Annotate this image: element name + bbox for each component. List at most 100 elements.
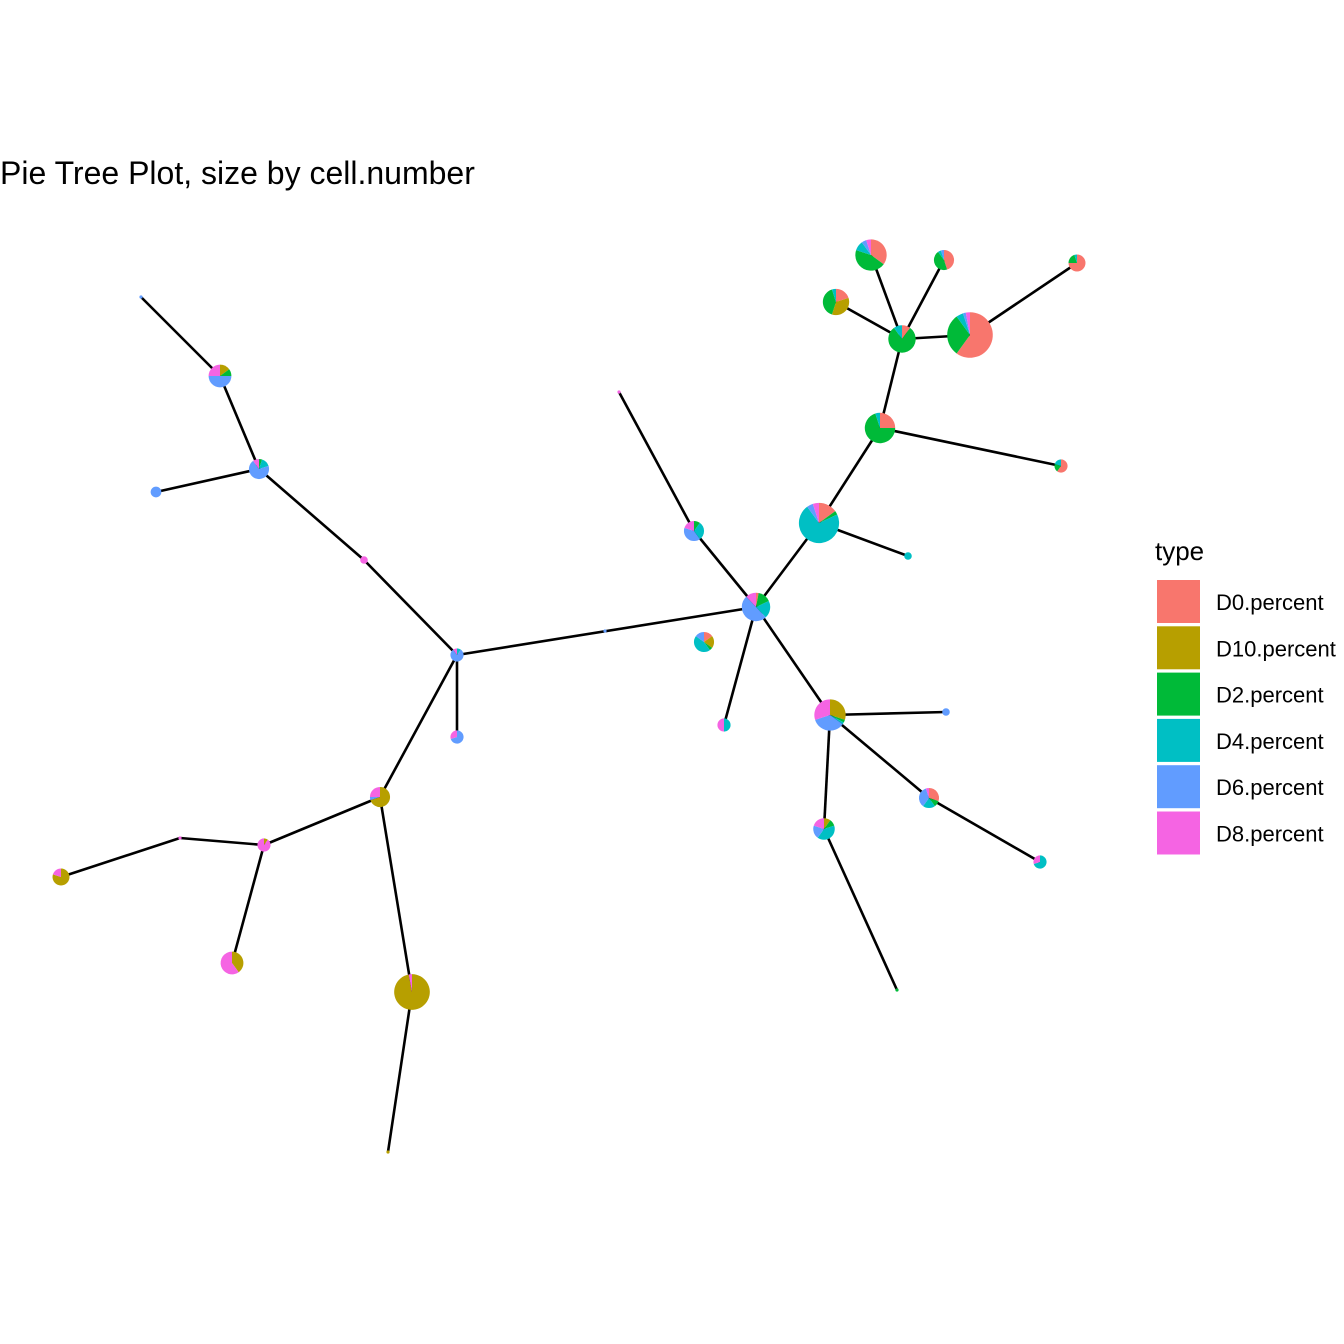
pie-slice-d4 (756, 600, 771, 618)
pie-slice-d10 (704, 636, 715, 648)
pie-node (450, 648, 464, 662)
pie-node (822, 288, 850, 316)
pie-slice-d4 (831, 288, 836, 302)
pie-slice-d6 (861, 240, 871, 255)
pie-node (814, 699, 846, 731)
pie-slice-d8 (257, 838, 271, 852)
tree-edge (155, 467, 260, 494)
pie-slice-d0 (944, 249, 955, 270)
pie-node (693, 631, 715, 653)
tree-edge (378, 654, 459, 798)
legend-label-d4: D4.percent (1216, 729, 1324, 754)
pie-slice-d10 (220, 364, 230, 376)
pie-node (813, 818, 835, 840)
pie-node (178, 836, 182, 840)
legend-label-d8: D8.percent (1216, 822, 1324, 847)
legend-key-d0 (1157, 580, 1200, 623)
pie-slice-d6 (741, 596, 766, 622)
pie-slice-d4 (457, 648, 461, 655)
pie-node (888, 325, 916, 353)
tree-edge (879, 426, 1062, 468)
pie-slice-d4 (1074, 254, 1077, 263)
pie-slice-d4 (856, 242, 871, 255)
pie-node (1054, 459, 1068, 473)
legend-key-d2 (1157, 672, 1200, 716)
pie-slice-d8 (717, 718, 724, 732)
pie-node (220, 951, 244, 975)
pie-slice-d4 (259, 459, 269, 469)
pie-slice-d10 (370, 786, 391, 808)
pie-slice-d8 (220, 951, 239, 975)
pie-node (208, 364, 232, 388)
pie-slice-d10 (830, 699, 846, 720)
pie-slice-d6 (683, 527, 700, 542)
pie-slice-d6 (942, 708, 950, 716)
pie-node (52, 868, 70, 886)
pie-node (450, 730, 464, 744)
pie-slice-d4 (817, 825, 835, 840)
pie-slice-d6 (962, 312, 970, 335)
pie-node (139, 295, 143, 299)
pie-slice-d8 (453, 648, 457, 655)
pie-slice-d8 (369, 786, 380, 797)
pie-node (918, 787, 940, 809)
tree-edge (617, 391, 696, 532)
pie-slice-d0 (836, 288, 849, 302)
pie-slice-d2 (895, 988, 899, 992)
tree-edge (230, 844, 266, 964)
tree-edge (754, 606, 832, 716)
pie-slice-d4 (724, 718, 731, 732)
tree-edge (692, 530, 758, 608)
pie-slice-d4 (693, 636, 710, 653)
pie-node (895, 988, 899, 992)
pie-node (855, 239, 887, 271)
legend-title: type (1155, 536, 1204, 566)
pie-node (150, 486, 162, 498)
legend-key-d8 (1157, 811, 1200, 855)
chart-title: Pie Tree Plot, size by cell.number (0, 155, 475, 191)
pie-slice-d8 (408, 974, 412, 992)
pie-slice-d0 (1057, 459, 1068, 473)
pie-node (933, 249, 955, 271)
legend-label-d10: D10.percent (1216, 636, 1336, 661)
pie-slice-d8 (178, 836, 182, 840)
pie-slice-d8 (253, 458, 259, 469)
pie-slice-d4 (798, 506, 840, 544)
legend: type D0.percentD10.percentD2.percentD4.p… (1155, 536, 1336, 855)
pie-slice-d6 (603, 629, 607, 633)
pie-slice-d2 (704, 642, 713, 651)
pie-slice-d4 (1033, 855, 1047, 869)
tree-edge (179, 836, 265, 847)
pie-node (386, 1150, 390, 1154)
pie-slice-d0 (704, 631, 713, 642)
pie-slice-d4 (938, 250, 944, 260)
pie-slice-d10 (831, 297, 850, 316)
pie-slice-d6 (369, 797, 380, 801)
pie-slice-d6 (150, 486, 162, 498)
pie-slice-d6 (450, 730, 464, 744)
tree-edge (378, 796, 414, 993)
tree-edges (60, 254, 1078, 1153)
pie-slice-d2 (756, 593, 769, 607)
pie-slice-d8 (208, 364, 220, 376)
tree-edge (900, 259, 946, 340)
pie-slice-d8 (814, 699, 830, 720)
pie-slice-d6 (940, 249, 944, 260)
pie-slice-d2 (855, 250, 884, 271)
tree-edge (722, 606, 758, 726)
pie-node (617, 390, 621, 394)
pie-slice-d2 (259, 458, 263, 469)
pie-slice-d2 (220, 369, 232, 376)
pie-slice-d10 (394, 974, 430, 1010)
tree-edge (829, 710, 947, 717)
tree-edge (928, 796, 1041, 864)
tree-edge (386, 991, 414, 1153)
pie-slice-d2 (929, 798, 939, 807)
pie-node (248, 458, 270, 480)
tree-edge (60, 836, 181, 879)
pie-slice-d10 (386, 1150, 390, 1154)
pie-slice-d2 (933, 251, 948, 271)
pie-slice-d4 (893, 325, 902, 339)
